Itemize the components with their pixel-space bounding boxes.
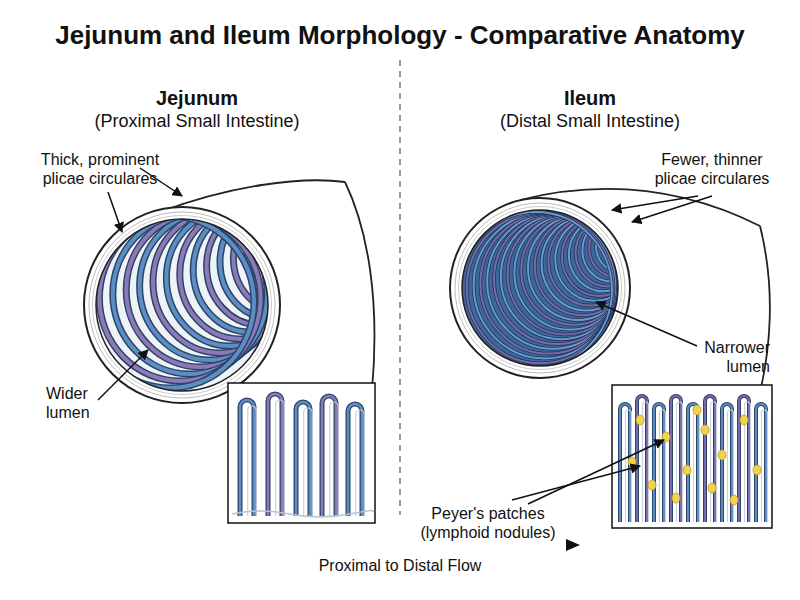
villus-outline (296, 402, 310, 516)
wall-layer (89, 212, 275, 398)
ring-outline (562, 218, 636, 296)
leader-line (612, 196, 698, 210)
villus-shadow (762, 410, 768, 522)
leader-line (528, 440, 664, 504)
villus-shadow (660, 410, 666, 522)
villus-outline (322, 396, 336, 516)
plicae-group (86, 204, 333, 388)
villus-outline (268, 394, 282, 516)
plica-ring (562, 218, 636, 296)
lymphoid-nodule (636, 415, 644, 425)
plica-ring (166, 210, 293, 346)
part-label: Thick, prominent plicae circulares (30, 150, 170, 188)
villi-group (620, 396, 768, 522)
villus-shadow (304, 408, 312, 516)
mucosa-base (232, 510, 374, 517)
flow-arrow-head (566, 539, 580, 551)
lymphoid-nodule (708, 483, 716, 493)
lymphoid-nodule (730, 495, 738, 505)
villus (268, 394, 284, 516)
ring-fill (180, 209, 300, 339)
villus-fill (322, 396, 336, 516)
villus-fill (296, 402, 310, 516)
ring-fill (166, 210, 293, 346)
leader-line (596, 302, 697, 346)
ring-fill (562, 218, 636, 296)
lymphoid-nodule (740, 415, 748, 425)
villus-shadow (330, 402, 338, 516)
part-label: Narrower lumen (686, 338, 770, 376)
ring-outline (220, 206, 320, 318)
tube-outline (345, 182, 374, 390)
lymphoid-nodule (753, 465, 761, 475)
villus-fill (268, 394, 282, 516)
villus (348, 404, 364, 516)
lymphoid-nodule (683, 465, 691, 475)
villus-shadow (711, 402, 717, 522)
lymphoid-nodule (628, 457, 636, 467)
villus (240, 400, 256, 516)
villus (671, 396, 683, 522)
leader-line (108, 192, 122, 232)
section-heading: Ileum (490, 86, 690, 110)
villus (654, 404, 666, 522)
ring-fill (86, 216, 254, 388)
villus-shadow (276, 400, 284, 516)
plica-ring (180, 209, 300, 339)
lymphoid-nodule (672, 493, 680, 503)
villus-outline (348, 404, 362, 516)
villus (322, 396, 338, 516)
section-heading: Jejunum (97, 86, 297, 110)
villus-shadow (248, 406, 256, 516)
ring-fill (555, 218, 634, 301)
part-label: Wider lumen (46, 384, 106, 422)
divider-line (399, 60, 401, 515)
villus-shadow (694, 410, 700, 522)
villus (739, 396, 751, 522)
flow-label: Proximal to Distal Flow (250, 556, 550, 575)
villus-shadow (356, 410, 364, 516)
villus (705, 396, 717, 522)
ring-outline (86, 216, 254, 388)
leader-line (98, 350, 148, 400)
villus (688, 404, 700, 522)
plica-ring (555, 218, 634, 301)
ring-outline (555, 218, 634, 301)
flow-arrow (225, 544, 568, 546)
villus (637, 396, 649, 522)
inset-box (228, 383, 375, 523)
lumen-edge (96, 219, 268, 391)
ring-fill (220, 206, 320, 318)
diagram-title: Jejunum and Ileum Morphology - Comparati… (0, 20, 800, 51)
tube-rim (450, 198, 630, 378)
part-label: Fewer, thinner plicae circulares (642, 150, 782, 188)
plica-ring (86, 216, 254, 388)
villus (756, 404, 768, 522)
lymphoid-nodule (693, 405, 701, 415)
villus (296, 402, 312, 516)
lymphoid-nodule (718, 450, 726, 460)
leader-line (512, 466, 640, 500)
section-subheading: (Proximal Small Intestine) (67, 111, 327, 133)
villus-outline (240, 400, 254, 516)
villus-shadow (677, 402, 683, 522)
leader-line (632, 196, 712, 222)
ring-outline (166, 210, 293, 346)
inset-box (612, 385, 772, 528)
lymphoid-nodule (701, 425, 709, 435)
lumen-edge (462, 210, 618, 366)
ring-outline (180, 209, 300, 339)
section-subheading: (Distal Small Intestine) (460, 111, 720, 133)
plica-ring (220, 206, 320, 318)
villus-shadow (728, 410, 734, 522)
part-label: Peyer's patches (lymphoid nodules) (410, 504, 566, 542)
villus-fill (240, 400, 254, 516)
lymphoid-nodule (648, 480, 656, 490)
villi-group (232, 394, 374, 517)
villus-fill (348, 404, 362, 516)
